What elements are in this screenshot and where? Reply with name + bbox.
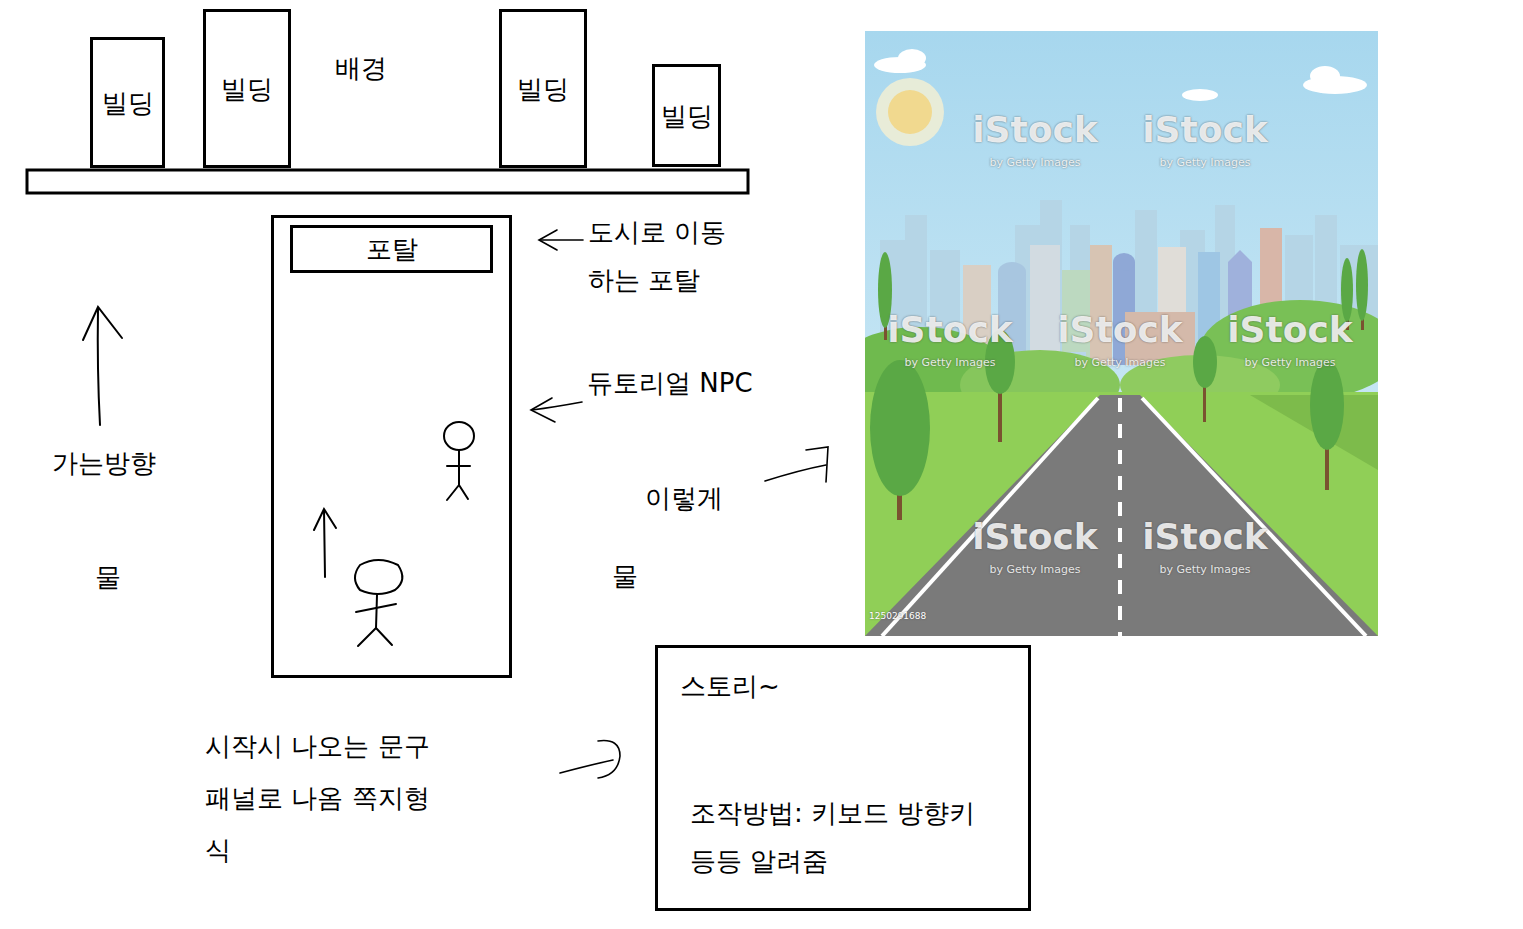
watermark: iStock bbox=[1057, 310, 1183, 350]
building-box: 빌딩 bbox=[499, 9, 587, 168]
city-road-illustration bbox=[865, 31, 1378, 636]
watermark: by Getty Images bbox=[1159, 563, 1250, 577]
panel-body: 조작방법: 키보드 방향키 등등 알려줌 bbox=[690, 789, 995, 885]
npc-note: 듀토리얼 NPC bbox=[587, 367, 753, 399]
node-label: 포탈 bbox=[366, 233, 418, 265]
node-label: 빌딩 bbox=[517, 73, 569, 105]
image-id: 1250291688 bbox=[869, 611, 926, 622]
watermark: iStock bbox=[1227, 310, 1353, 350]
watermark: iStock bbox=[972, 110, 1098, 150]
watermark: by Getty Images bbox=[1159, 156, 1250, 170]
direction-arrow bbox=[83, 307, 122, 425]
node-label: 빌딩 bbox=[661, 100, 713, 132]
direction-label: 가는방향 bbox=[52, 447, 156, 479]
water-label: 물 bbox=[95, 561, 121, 593]
watermark: iStock bbox=[972, 517, 1098, 557]
watermark: by Getty Images bbox=[1244, 356, 1335, 370]
watermark: by Getty Images bbox=[904, 356, 995, 370]
npc-figure bbox=[444, 422, 474, 500]
node-label: 빌딩 bbox=[221, 73, 273, 105]
watermark: by Getty Images bbox=[989, 563, 1080, 577]
player-figure bbox=[355, 560, 402, 646]
watermark: iStock bbox=[1142, 517, 1268, 557]
node-label: 빌딩 bbox=[102, 87, 154, 119]
example-note: 이렇게 bbox=[645, 482, 723, 514]
leader-arrows bbox=[531, 230, 828, 778]
portal-note: 도시로 이동 하는 포탈 bbox=[588, 208, 753, 304]
water-label: 물 bbox=[612, 560, 638, 592]
story-panel: 스토리~ 조작방법: 키보드 방향키 등등 알려줌 bbox=[655, 645, 1031, 911]
building-box: 빌딩 bbox=[652, 64, 721, 167]
move-arrow bbox=[314, 509, 336, 577]
building-box: 빌딩 bbox=[90, 37, 165, 168]
portal-box: 포탈 bbox=[290, 225, 493, 273]
watermark: by Getty Images bbox=[989, 156, 1080, 170]
watermark: iStock bbox=[1142, 110, 1268, 150]
ground-bar bbox=[27, 170, 748, 193]
panel-heading: 스토리~ bbox=[680, 670, 780, 702]
background-label: 배경 bbox=[335, 52, 387, 84]
watermark: iStock bbox=[887, 310, 1013, 350]
building-box: 빌딩 bbox=[203, 9, 291, 168]
intro-panel-note: 시작시 나오는 문구 패널로 나옴 쪽지형식 bbox=[205, 720, 441, 876]
map-area-box: 포탈 bbox=[271, 215, 512, 678]
watermark: by Getty Images bbox=[1074, 356, 1165, 370]
